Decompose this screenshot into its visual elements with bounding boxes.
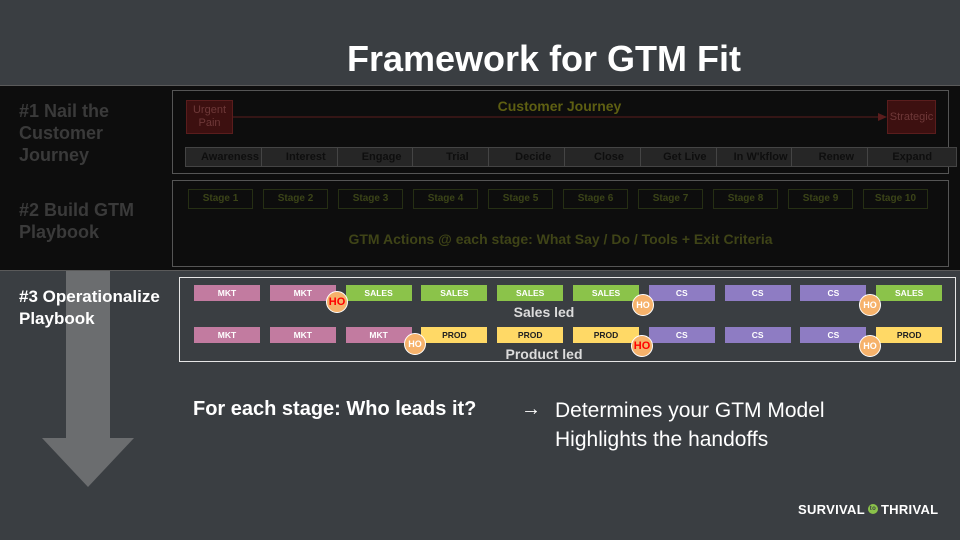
playbook-stage: Stage 3 (338, 189, 403, 209)
playbook-stage: Stage 4 (413, 189, 478, 209)
product-led-stage-chip: MKT (194, 327, 260, 343)
handoff-marker: HO (631, 335, 653, 357)
journey-stage: In W'kflow (715, 147, 806, 167)
journey-title: Customer Journey (497, 98, 622, 114)
logo-left-text: SURVIVAL (798, 501, 865, 517)
product-led-stage-chip: PROD (421, 327, 488, 343)
journey-stage: Trial (412, 147, 503, 167)
journey-stage: Expand (867, 147, 958, 167)
product-led-caption: Product led (505, 346, 583, 362)
logo-mid-text: to (867, 504, 878, 514)
gtm-actions-text: GTM Actions @ each stage: What Say / Do … (348, 231, 773, 247)
product-led-stage-chip: MKT (345, 327, 412, 343)
handoff-marker: HO (859, 294, 881, 316)
playbook-stage: Stage 5 (488, 189, 553, 209)
sales-led-stage-chip: CS (724, 285, 791, 301)
dimmed-section-overlay (0, 85, 960, 271)
playbook-stage: Stage 7 (638, 189, 703, 209)
bottom-question: For each stage: Who leads it? (193, 398, 477, 420)
journey-stage: Engage (336, 147, 427, 167)
product-led-stage-chip: CS (648, 327, 715, 343)
urgent-pain-box: Urgent Pain (186, 100, 233, 134)
page-title: Framework for GTM Fit (346, 38, 742, 79)
product-led-stage-chip: PROD (876, 327, 943, 343)
playbook-stage: Stage 1 (188, 189, 253, 209)
strategic-box: Strategic (887, 100, 936, 134)
sales-led-caption: Sales led (513, 304, 575, 320)
sales-led-stage-chip: CS (648, 285, 715, 301)
product-led-stage-chip: PROD (497, 327, 564, 343)
sales-led-stage-chip: SALES (876, 285, 943, 301)
logo-right-text: THRIVAL (880, 501, 939, 517)
survival-to-thrival-logo: SURVIVAL to THRIVAL (798, 500, 938, 518)
journey-arrow-icon (233, 113, 887, 121)
journey-stage: Get Live (639, 147, 730, 167)
operationalize-box (179, 277, 956, 362)
right-arrow-icon: → (521, 398, 541, 420)
handoff-marker: HO (326, 291, 348, 313)
sales-led-stage-chip: SALES (421, 285, 488, 301)
bottom-answer-handoffs: Highlights the handoffs (555, 428, 769, 451)
sales-led-stage-chip: MKT (194, 285, 260, 301)
playbook-stage: Stage 8 (713, 189, 778, 209)
sales-led-stage-chip: MKT (269, 285, 336, 301)
bottom-answer-model: Determines your GTM Model (555, 399, 825, 422)
handoff-marker: HO (632, 294, 654, 316)
playbook-box (172, 180, 949, 267)
step-3-label: #3 Operationalize Playbook (19, 287, 160, 328)
step-1-label: #1 Nail the Customer Journey (19, 101, 110, 165)
product-led-stage-chip: PROD (573, 327, 639, 343)
sales-led-stage-chip: SALES (345, 285, 412, 301)
down-arrow-icon (42, 265, 134, 487)
handoff-marker: HO (859, 335, 881, 357)
product-led-stage-chip: MKT (269, 327, 336, 343)
sales-led-stage-chip: SALES (573, 285, 639, 301)
product-led-stage-chip: CS (724, 327, 791, 343)
step-2-label: #2 Build GTM Playbook (19, 200, 135, 242)
playbook-stage: Stage 9 (788, 189, 853, 209)
sales-led-stage-chip: CS (800, 285, 867, 301)
journey-stage: Interest (260, 147, 351, 167)
playbook-stage: Stage 6 (563, 189, 628, 209)
playbook-stage: Stage 10 (863, 189, 928, 209)
handoff-marker: HO (404, 333, 426, 355)
sales-led-stage-chip: SALES (497, 285, 564, 301)
product-led-stage-chip: CS (800, 327, 867, 343)
customer-journey-box (172, 90, 949, 174)
playbook-stage: Stage 2 (263, 189, 328, 209)
